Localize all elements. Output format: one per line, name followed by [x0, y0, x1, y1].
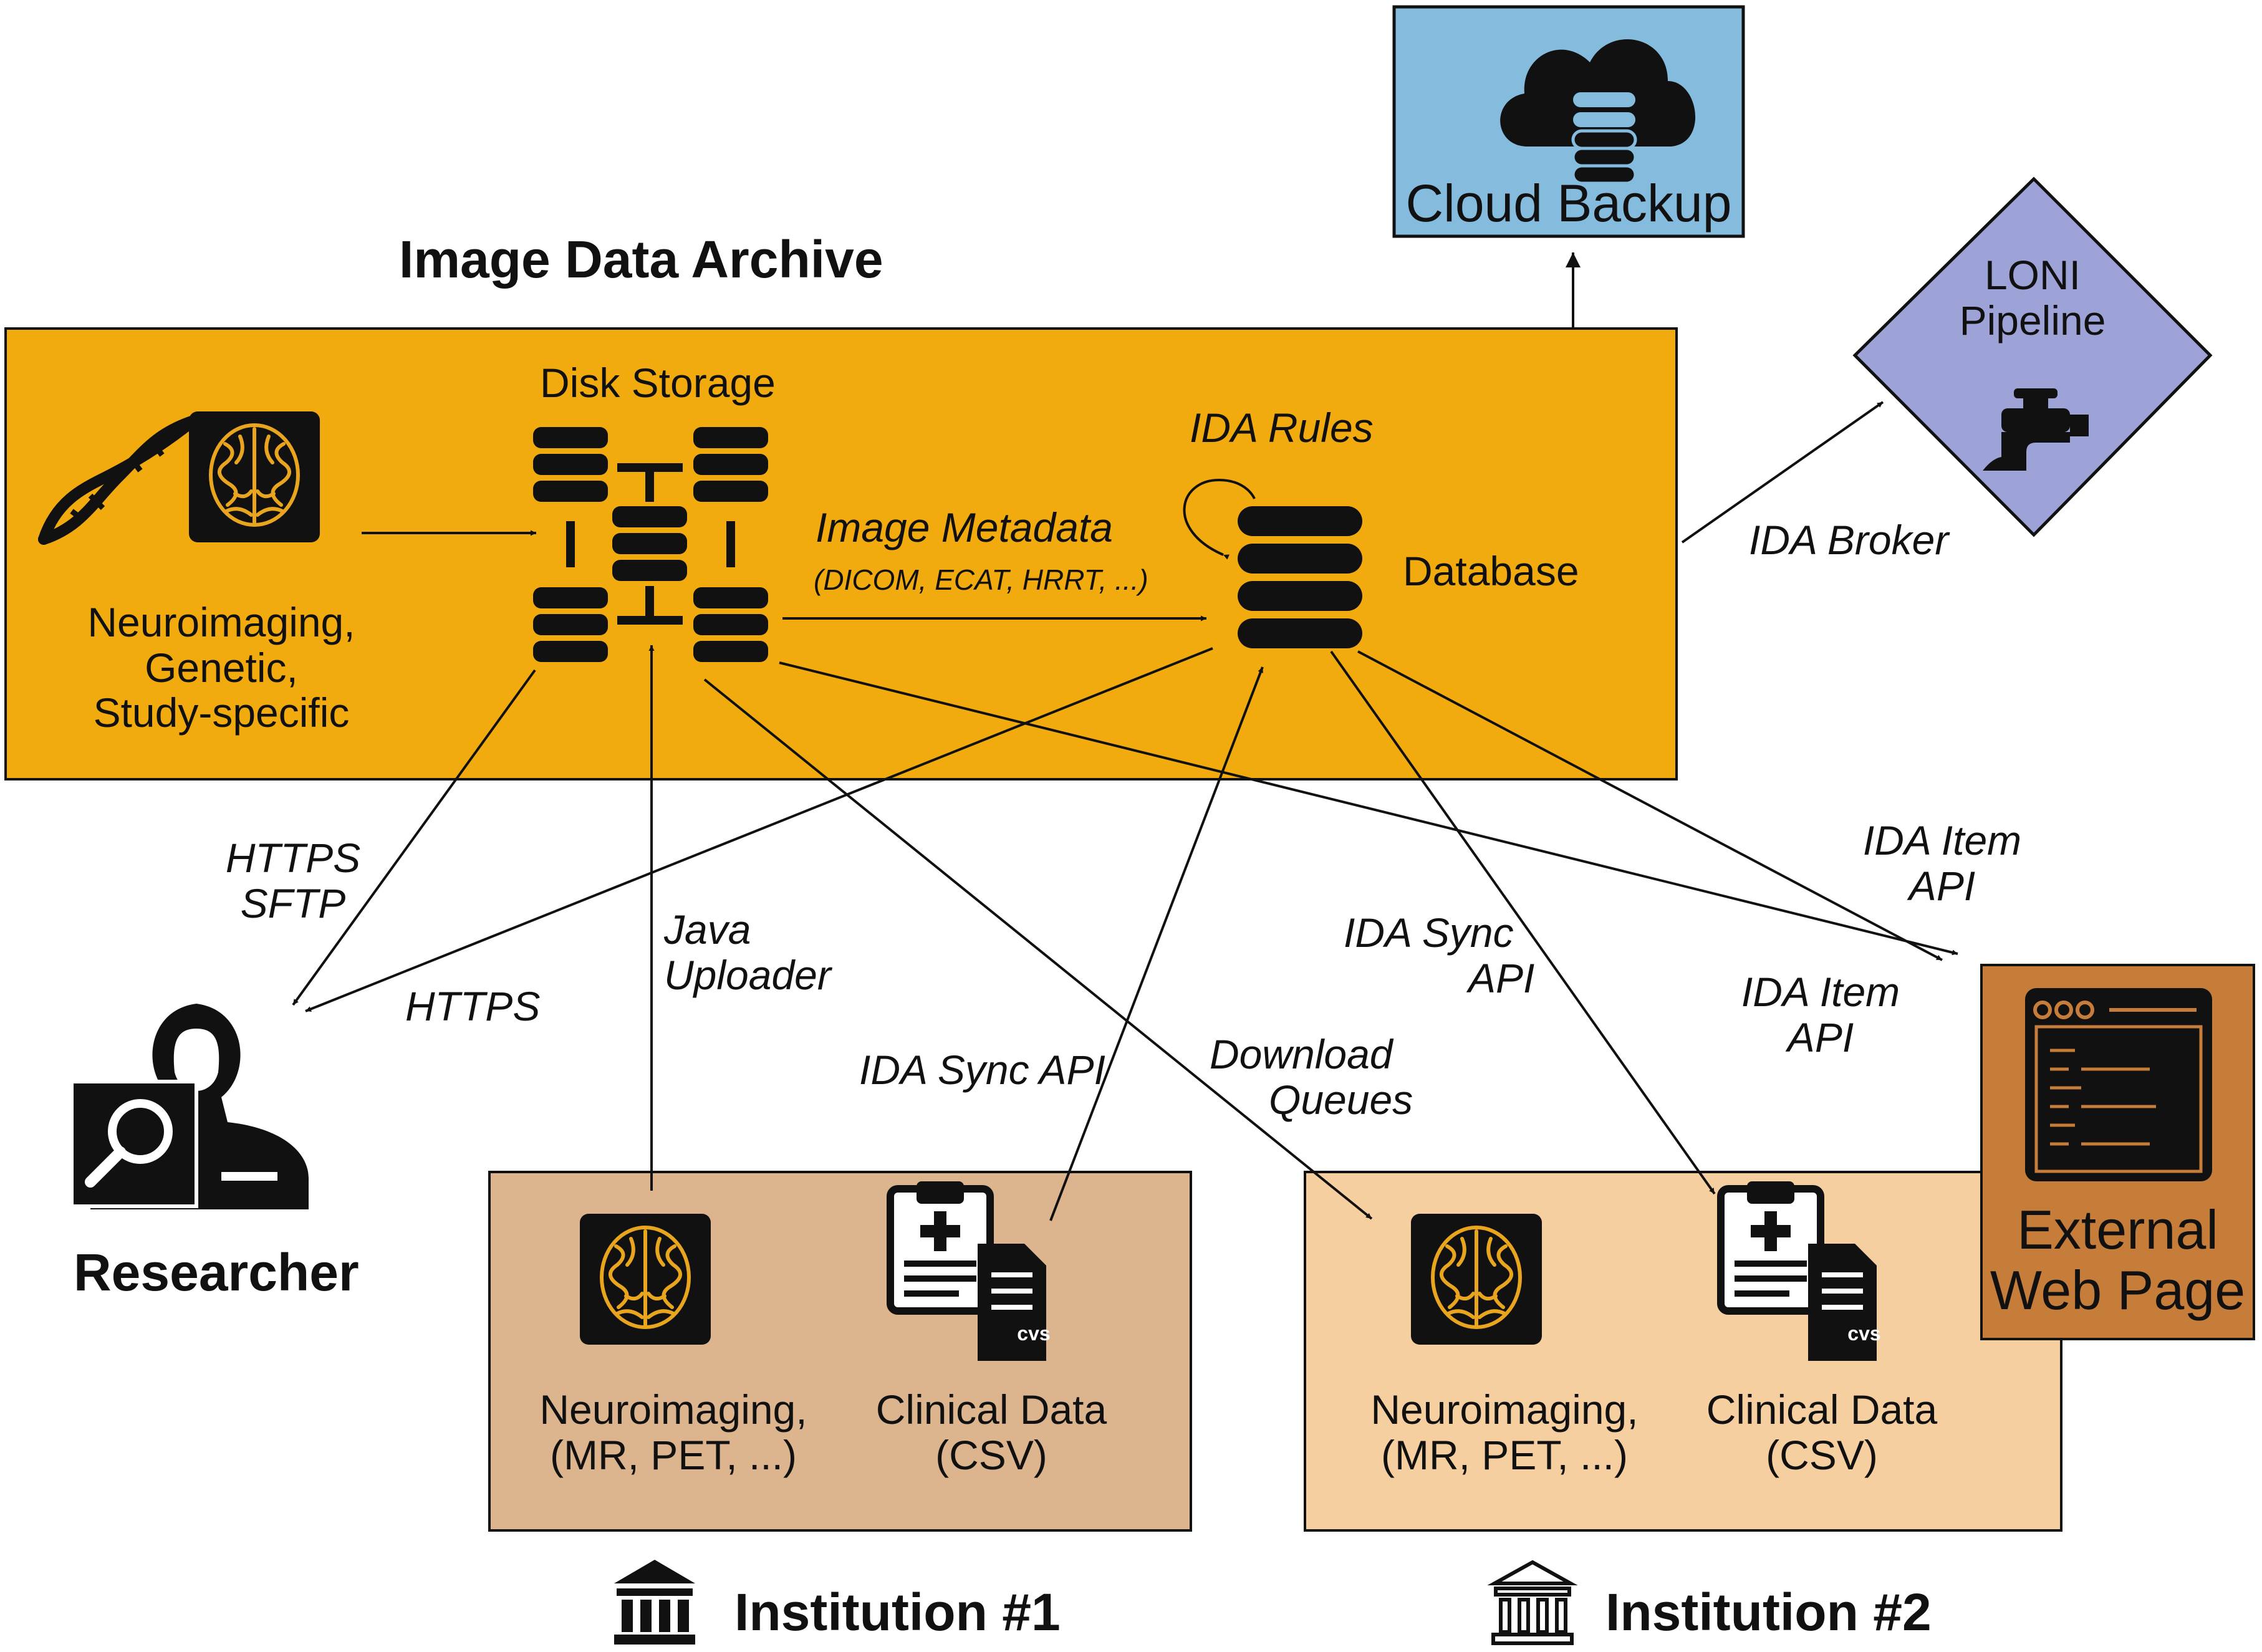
browser-window-icon [2025, 988, 2212, 1181]
institution-1-label: Institution #1 [734, 1583, 1061, 1641]
ida-rules-loop-arrow [1183, 478, 1256, 560]
institution-2-label: Institution #2 [1605, 1583, 1932, 1641]
inst1-neuro-label: Neuroimaging, (MR, PET, ...) [539, 1386, 807, 1478]
dna-icon [38, 415, 199, 545]
download-queues-label: Download Queues [1210, 1031, 1413, 1123]
download-queues-arrow [703, 678, 1373, 1220]
inst1-file-tag: cvs [1017, 1322, 1050, 1345]
item-api-bottom-label: IDA Item API [1741, 969, 1900, 1060]
inst1-clinical-label: Clinical Data (CSV) [875, 1386, 1107, 1478]
item-api-top-label: IDA Item API [1862, 817, 2022, 909]
cloud-backup-label: Cloud Backup [1405, 174, 1732, 233]
loni-pipeline-label: LONI Pipeline [1959, 252, 2106, 343]
ida-broker-label: IDA Broker [1749, 517, 1949, 563]
inst2-sync-api-label: IDA Sync API [1344, 910, 1535, 1001]
inst2-neuro-label: Neuroimaging, (MR, PET, ...) [1370, 1386, 1639, 1478]
disk-storage-label: Disk Storage [540, 360, 776, 406]
inst1-sync-api-arrow [1049, 666, 1264, 1221]
inst2-brain-scan-icon [1411, 1214, 1542, 1345]
image-metadata-formats: (DICOM, ECAT, HRRT, ...) [814, 564, 1148, 596]
https-sftp-arrow [292, 669, 536, 1006]
java-uploader-label: Java Uploader [664, 906, 831, 998]
inst1-sync-api-label: IDA Sync API [859, 1047, 1105, 1093]
institution-1-box [488, 1171, 1192, 1532]
image-data-archive-box [4, 327, 1678, 780]
inst1-brain-scan-icon [580, 1214, 711, 1345]
https-label: HTTPS [405, 983, 541, 1029]
server-rack-icon [533, 427, 768, 662]
ida-rules-label: IDA Rules [1190, 405, 1374, 451]
cloud-database-icon [1500, 39, 1696, 185]
image-metadata-label: Image Metadata [816, 504, 1113, 550]
institution-2-building-icon [1487, 1560, 1578, 1645]
external-web-page-label: External Web Page [1990, 1199, 2246, 1321]
archive-sources-label: Neuroimaging, Genetic, Study-specific [87, 599, 355, 736]
item-api-database-arrow [1357, 650, 1943, 961]
ida-broker-arrow [1681, 401, 1884, 544]
loni-pipeline-diamond [1852, 176, 2213, 537]
database-label: Database [1403, 548, 1579, 594]
https-sftp-label: HTTPS SFTP [225, 835, 361, 926]
inst2-clinical-label: Clinical Data (CSV) [1706, 1386, 1938, 1478]
inst2-sync-api-arrow [1330, 650, 1716, 1195]
item-api-storage-arrow [779, 661, 1958, 956]
researcher-magnifier-icon [70, 1004, 309, 1209]
archive-title: Image Data Archive [399, 230, 883, 289]
brain-scan-icon [189, 411, 320, 542]
database-icon [1238, 506, 1362, 648]
https-arrow [305, 647, 1213, 1012]
institution-1-building-icon [614, 1560, 695, 1645]
researcher-label: Researcher [74, 1243, 359, 1302]
faucet-icon [1983, 388, 2089, 471]
inst2-file-tag: cvs [1847, 1322, 1880, 1345]
